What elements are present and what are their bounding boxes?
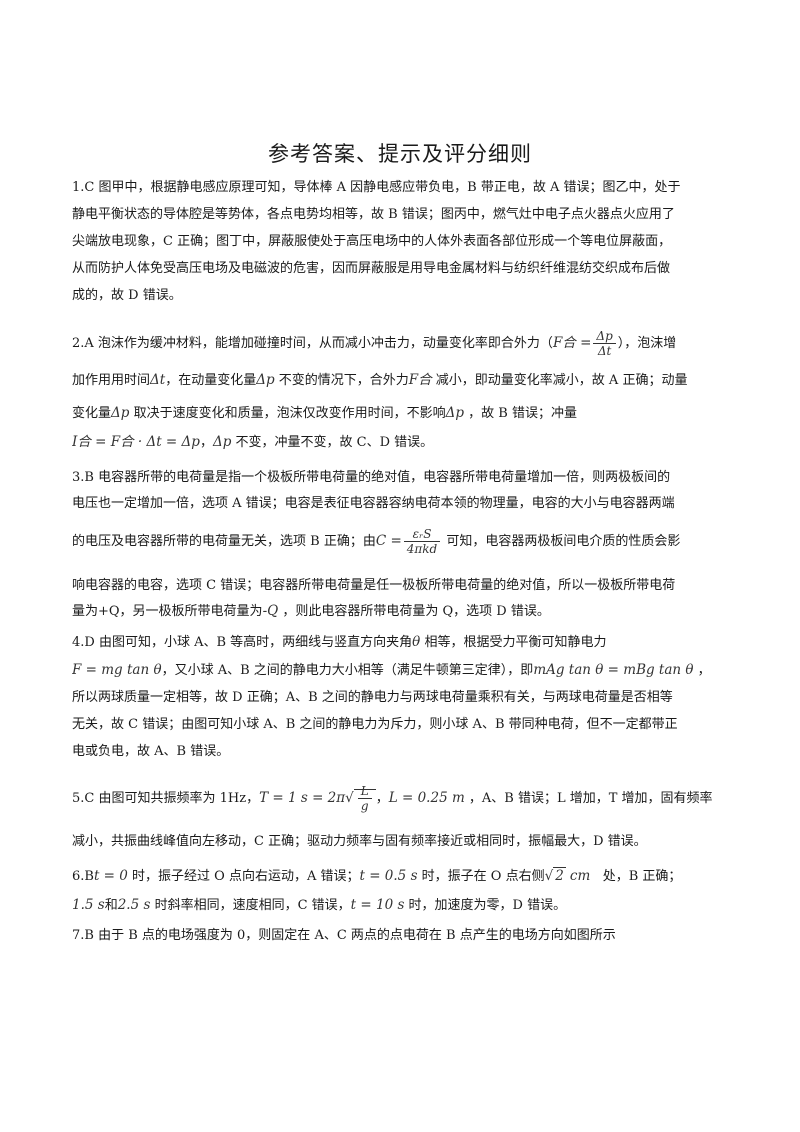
q5-text: ，A、B 错误；L 增加，T 增加，固有频率 xyxy=(468,791,713,806)
q6-math-25: 2.5 s xyxy=(117,897,151,913)
q5-text: ， xyxy=(375,791,389,806)
q2-text: 减小，即动量变化率减小，故 A 正确；动量 xyxy=(435,373,688,388)
q6-text: 时，振子经过 O 点向右运动，A 错误； xyxy=(132,869,360,884)
q4-line-4: 无关，故 C 错误；由图可知小球 A、B 之间的静电力为斥力，则小球 A、B 带… xyxy=(72,717,678,732)
q2-text: ），泡沫增 xyxy=(617,336,677,351)
q2-fraction-num: Δp xyxy=(593,329,616,344)
q6-sqrt: √2 xyxy=(544,867,566,884)
q3-line-1: 3.B 电容器所带的电荷量是指一个极板所带电荷量的绝对值，电容器所带电荷量增加一… xyxy=(72,470,671,485)
q6-text: 时，振子在 O 点右侧 xyxy=(421,869,545,884)
q2-text: 2.A 泡沫作为缓冲材料，能增加碰撞时间，从而减小冲击力，动量变化率即合外力（ xyxy=(72,336,553,351)
q2-text: 取决于速度变化和质量，泡沫仅改变作用时间，不影响 xyxy=(133,406,446,421)
q3-line-2: 电压也一定增加一倍，选项 A 错误；电容是表征电容器容纳电荷本领的物理量，电容的… xyxy=(72,496,675,511)
q3-text: 的电压及电容器所带的电荷量无关，选项 B 正确；由 xyxy=(72,534,376,549)
q2-math-F: F合 xyxy=(408,372,432,388)
q4-math-theta: θ xyxy=(412,634,421,650)
q2-math-dt: Δt xyxy=(150,372,166,388)
q3-fraction-den: 4πkd xyxy=(406,542,438,556)
q3-formula-lhs: C = xyxy=(375,533,402,549)
q3-text: 量为+Q，另一极板所带电荷量为 xyxy=(72,604,263,619)
q5-fraction-num: L xyxy=(357,784,372,799)
q1-line-3: 尖端放电现象，C 正确；图丁中，屏蔽服使处于高压电场中的人体外表面各部位形成一个… xyxy=(72,234,672,249)
q2-text: 变化量 xyxy=(72,406,112,421)
q2-text: 不变，冲量不变，故 C、D 错误。 xyxy=(235,435,434,450)
q4-text: ，又小球 A、B 之间的静电力大小相等（满足牛顿第三定律），即 xyxy=(161,663,534,678)
q4-formula-2: mAg tan θ = mBg tan θ xyxy=(533,662,694,678)
q6-math-15: 1.5 s xyxy=(72,897,105,913)
q1-line-5: 成的，故 D 错误。 xyxy=(72,288,182,303)
q2-text: ， xyxy=(199,435,213,450)
q6-math-t0: t = 0 xyxy=(93,868,128,884)
q2-text: ，故 B 错误；冲量 xyxy=(468,406,577,421)
q2-text: 加作用用时间 xyxy=(72,373,151,388)
q3-fraction-num: εᵣS xyxy=(403,527,441,542)
q5-length-formula: L = 0.25 m xyxy=(388,790,465,806)
q2-formula-lhs: F合 = xyxy=(552,335,592,351)
q6-sqrt-value: 2 xyxy=(553,867,566,884)
q4-line-5: 电或负电，故 A、B 错误。 xyxy=(72,744,230,759)
q2-math-dp: Δp xyxy=(256,372,275,388)
q2-math-dp: Δp xyxy=(111,405,130,421)
q4-text: 4.D 由图可知，小球 A、B 等高时，两细线与竖直方向夹角 xyxy=(72,635,413,650)
q7-line-1: 7.B 由于 B 点的电场强度为 0，则固定在 A、C 两点的点电荷在 B 点产… xyxy=(72,928,616,943)
q5-period-formula: T = 1 s = 2π xyxy=(259,790,346,806)
q5-fraction-den: g xyxy=(360,799,369,813)
q2-math-dp: Δp xyxy=(212,434,232,450)
q2-text: ，在动量变化量 xyxy=(165,373,257,388)
q6-text: 时斜率相同，速度相同，C 错误， xyxy=(154,898,351,913)
q6-math-t10: t = 10 s xyxy=(350,897,405,913)
q4-text: ， xyxy=(697,663,711,678)
q5-text: 5.C 由图可知共振频率为 1Hz， xyxy=(72,791,260,806)
q6-line-1: 6.Bt = 0 时，振子经过 O 点向右运动，A 错误；t = 0.5 s 时… xyxy=(72,866,742,887)
q2-line-4: I合 = F合 · Δt = Δp，Δp 不变，冲量不变，故 C、D 错误。 xyxy=(72,432,742,453)
q6-line-2: 1.5 s和2.5 s 时斜率相同，速度相同，C 错误，t = 10 s 时，加… xyxy=(72,895,742,916)
q4-line-3: 所以两球质量一定相等，故 D 正确；A、B 之间的静电力与两球电荷量乘积有关，与… xyxy=(72,690,673,705)
q4-line-2: F = mg tan θ，又小球 A、B 之间的静电力大小相等（满足牛顿第三定律… xyxy=(72,660,742,681)
q2-text: 不变的情况下，合外力 xyxy=(278,373,409,388)
q2-line-3: 变化量Δp 取决于速度变化和质量，泡沫仅改变作用时间，不影响Δp ，故 B 错误… xyxy=(72,403,742,424)
q6-unit-cm: cm xyxy=(569,868,591,884)
q2-fraction-den: Δt xyxy=(597,344,612,358)
q1-line-4: 从而防护人体免受高压电场及电磁波的危害，因而屏蔽服是用导电金属材料与纺织纤维混纺… xyxy=(72,261,671,276)
q4-formula-1: F = mg tan θ xyxy=(72,662,162,678)
q6-math-t05: t = 0.5 s xyxy=(359,868,418,884)
q3-line-4: 响电容器的电容，选项 C 错误；电容器所带电荷量是任一极板所带电荷量的绝对值，所… xyxy=(72,578,676,593)
q5-line-2: 减小，共振曲线峰值向左移动，C 正确；驱动力频率与固有频率接近或相同时，振幅最大… xyxy=(72,834,647,849)
q3-math-negQ: -Q xyxy=(262,603,279,619)
q2-line-1: 2.A 泡沫作为缓冲材料，能增加碰撞时间，从而减小冲击力，动量变化率即合外力（F… xyxy=(72,328,742,359)
q2-impulse-formula: I合 = F合 · Δt = Δp xyxy=(72,434,200,450)
q6-text: 时，加速度为零，D 错误。 xyxy=(408,898,567,913)
q4-line-1: 4.D 由图可知，小球 A、B 等高时，两细线与竖直方向夹角θ 相等，根据受力平… xyxy=(72,632,742,653)
q2-line-2: 加作用用时间Δt，在动量变化量Δp 不变的情况下，合外力F合 减小，即动量变化率… xyxy=(72,370,742,391)
q6-text: 和 xyxy=(104,898,118,913)
q4-text: 相等，根据受力平衡可知静电力 xyxy=(424,635,607,650)
q6-text: 处，B 正确； xyxy=(602,869,682,884)
q3-text: 可知，电容器两极板间电介质的性质会影 xyxy=(446,534,681,549)
q2-math-dp: Δp xyxy=(445,405,464,421)
q6-text: 6.B xyxy=(72,869,94,884)
q3-line-5: 量为+Q，另一极板所带电荷量为-Q ，则此电容器所带电荷量为 Q，选项 D 错误… xyxy=(72,601,742,622)
q1-line-2: 静电平衡状态的导体腔是等势体，各点电势均相等，故 B 错误；图丙中，燃气灶中电子… xyxy=(72,207,675,222)
q3-text: ，则此电容器所带电荷量为 Q，选项 D 错误。 xyxy=(282,604,550,619)
page-title: 参考答案、提示及评分细则 xyxy=(268,142,532,166)
q1-line-1: 1.C 图甲中，根据静电感应原理可知，导体棒 A 因静电感应带负电，B 带正电，… xyxy=(72,180,681,195)
